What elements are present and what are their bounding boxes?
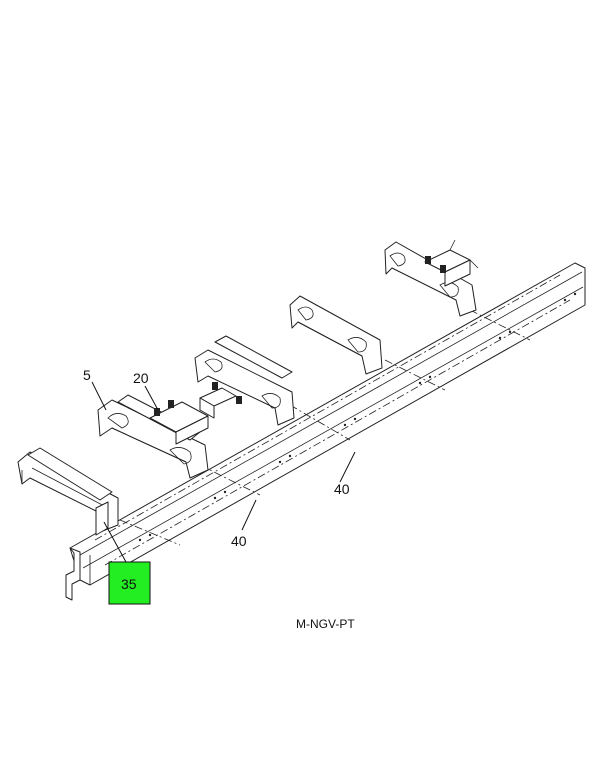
bracket-20 xyxy=(149,400,209,445)
callout-35-highlight xyxy=(108,561,151,605)
callout-40-upper: 40 xyxy=(334,481,350,497)
crossmember-front xyxy=(17,447,119,536)
leader-lines xyxy=(91,381,356,563)
callout-5: 5 xyxy=(83,367,91,383)
crossmember-rear xyxy=(384,239,479,317)
callout-20: 20 xyxy=(133,370,149,386)
crossmember-middle xyxy=(194,335,295,426)
mounting-lines xyxy=(94,274,571,566)
crossmember-rear-center xyxy=(289,295,383,375)
callout-40-lower: 40 xyxy=(231,533,247,549)
callout-35[interactable]: 35 xyxy=(121,576,137,592)
drawing-code: M-NGV-PT xyxy=(296,617,355,631)
frame-rail xyxy=(65,262,586,601)
